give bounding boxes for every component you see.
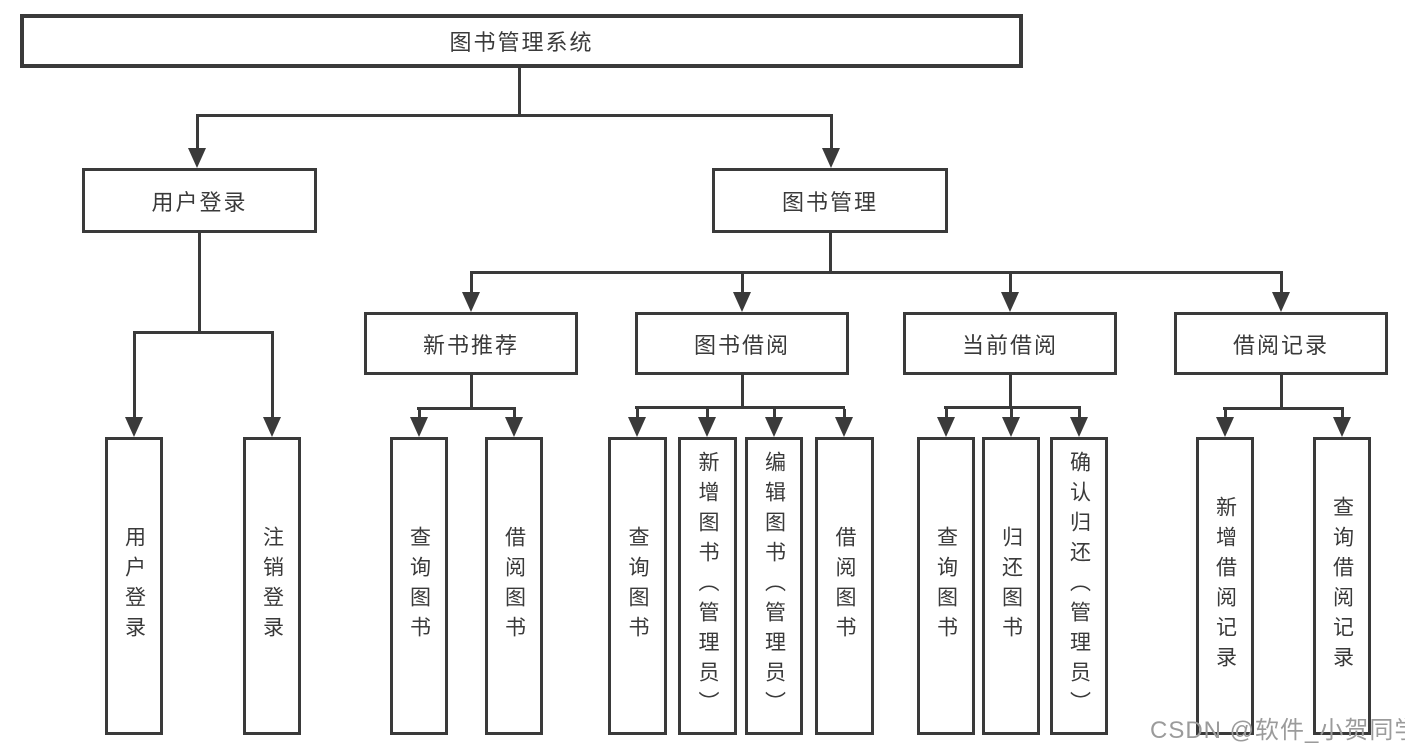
connector-user-login-hbar	[133, 331, 274, 334]
connector-borrow-records-hbar	[1223, 407, 1344, 410]
watermark: CSDN @软件_小贺同学	[1150, 717, 1405, 744]
leaf-query-books: 查询图书	[390, 437, 448, 735]
leaf-query-books: 查询图书	[608, 437, 667, 735]
connector-stem-user-login	[196, 117, 199, 150]
node-current-borrow: 当前借阅	[903, 312, 1117, 375]
arrow-down-icon	[505, 417, 523, 437]
node-book-borrow: 图书借阅	[635, 312, 849, 375]
connector-stem-book-mgmt	[830, 117, 833, 150]
leaf-add-borrow-record: 新增借阅记录	[1196, 437, 1254, 735]
arrow-down-icon	[410, 417, 428, 437]
leaf-return-books: 归还图书	[982, 437, 1040, 735]
arrow-down-icon	[835, 417, 853, 437]
connector-book-borrow-hbar	[635, 406, 845, 409]
arrow-down-icon	[1333, 417, 1351, 437]
connector-stem-leaf	[133, 334, 136, 419]
connector-stem-current-borrow	[1009, 274, 1012, 294]
arrow-down-icon	[1001, 292, 1019, 312]
connector-stem-new-books	[470, 274, 473, 294]
arrow-down-icon	[1272, 292, 1290, 312]
connector-stem-leaf	[706, 409, 709, 418]
connector-new-books-hbar	[417, 407, 516, 410]
node-new-books: 新书推荐	[364, 312, 578, 375]
arrow-down-icon	[698, 417, 716, 437]
connector-stem-leaf	[1010, 409, 1013, 418]
connector-book-borrow-stub	[741, 375, 744, 409]
arrow-down-icon	[263, 417, 281, 437]
leaf-add-books-admin: 新增图书（管理员）	[678, 437, 737, 735]
arrow-down-icon	[462, 292, 480, 312]
connector-stem-leaf	[1224, 410, 1227, 419]
connector-new-books-stub	[470, 375, 473, 410]
leaf-borrow-books: 借阅图书	[815, 437, 874, 735]
arrow-down-icon	[1216, 417, 1234, 437]
arrow-down-icon	[822, 148, 840, 168]
connector-stem-leaf	[773, 409, 776, 418]
arrow-down-icon	[937, 417, 955, 437]
arrow-down-icon	[765, 417, 783, 437]
connector-root-stub	[518, 68, 521, 116]
connector-stem-leaf	[513, 410, 516, 419]
connector-stem-leaf	[636, 409, 639, 418]
arrow-down-icon	[1002, 417, 1020, 437]
connector-book-mgmt-stub	[829, 233, 832, 274]
node-book-mgmt: 图书管理	[712, 168, 948, 233]
arrow-down-icon	[1070, 417, 1088, 437]
leaf-borrow-books: 借阅图书	[485, 437, 543, 735]
arrow-down-icon	[733, 292, 751, 312]
connector-root-hbar	[196, 114, 833, 117]
connector-stem-leaf	[945, 409, 948, 418]
connector-user-login-stub	[198, 233, 201, 334]
leaf-query-borrow-record: 查询借阅记录	[1313, 437, 1371, 735]
connector-stem-leaf	[843, 409, 846, 418]
connector-current-borrow-stub	[1009, 375, 1012, 409]
connector-stem-leaf	[1078, 409, 1081, 418]
connector-stem-leaf	[271, 334, 274, 419]
connector-stem-book-borrow	[741, 274, 744, 294]
leaf-edit-books-admin: 编辑图书（管理员）	[745, 437, 803, 735]
arrow-down-icon	[125, 417, 143, 437]
connector-stem-leaf	[418, 410, 421, 419]
connector-current-borrow-hbar	[944, 406, 1081, 409]
connector-stem-leaf	[1341, 410, 1344, 419]
leaf-user-login: 用户登录	[105, 437, 163, 735]
leaf-confirm-return-admin: 确认归还（管理员）	[1050, 437, 1108, 735]
node-user-login: 用户登录	[82, 168, 317, 233]
arrow-down-icon	[628, 417, 646, 437]
leaf-query-books: 查询图书	[917, 437, 975, 735]
leaf-logout: 注销登录	[243, 437, 301, 735]
node-root: 图书管理系统	[20, 14, 1023, 68]
node-borrow-records: 借阅记录	[1174, 312, 1388, 375]
connector-borrow-records-stub	[1280, 375, 1283, 410]
connector-stem-borrow-records	[1280, 274, 1283, 294]
arrow-down-icon	[188, 148, 206, 168]
connector-book-mgmt-hbar	[470, 271, 1283, 274]
